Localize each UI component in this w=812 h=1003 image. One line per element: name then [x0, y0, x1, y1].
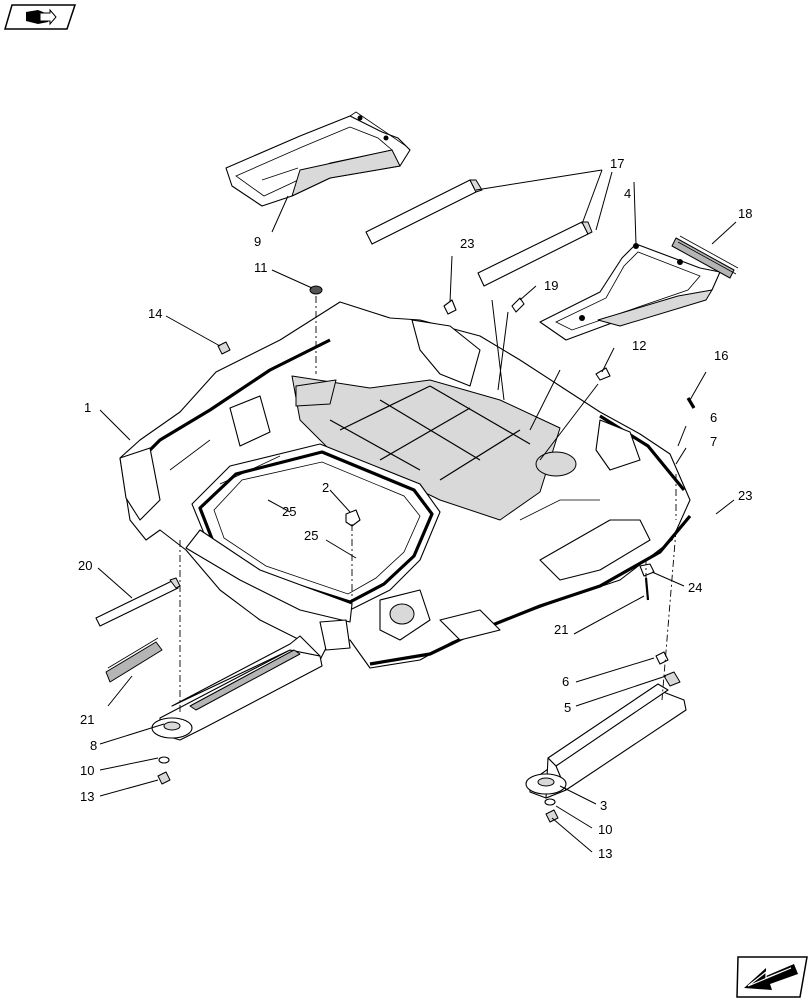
- callout-7: 7: [710, 434, 717, 449]
- book-page-icon[interactable]: [4, 4, 77, 30]
- small-fasteners-top: [217, 285, 696, 409]
- callout-25: 25: [282, 504, 296, 519]
- callout-11: 11: [254, 260, 268, 275]
- callout-13: 13: [598, 846, 612, 861]
- part-8-duct: [151, 635, 323, 741]
- callout-labels: 9 17 4 18 23 11 19 14 12 16 1 6 7 2 25 2…: [78, 156, 752, 861]
- callout-6: 6: [562, 674, 569, 689]
- callout-21: 21: [80, 712, 94, 727]
- part-3-duct: [525, 651, 687, 799]
- callout-13: 13: [80, 789, 94, 804]
- callout-20: 20: [78, 558, 92, 573]
- callout-24: 24: [688, 580, 702, 595]
- callout-5: 5: [564, 700, 571, 715]
- callout-1: 1: [84, 400, 91, 415]
- callout-14: 14: [148, 306, 162, 321]
- right-washer-screw: [544, 798, 559, 823]
- callout-2: 2: [322, 480, 329, 495]
- callout-9: 9: [254, 234, 261, 249]
- callout-18: 18: [738, 206, 752, 221]
- part-21-pin: [639, 563, 655, 601]
- part-17-strips: [365, 179, 593, 287]
- callout-10: 10: [598, 822, 612, 837]
- callout-19: 19: [544, 278, 558, 293]
- leader-lines: [97, 169, 737, 853]
- callout-21: 21: [554, 622, 568, 637]
- part-9-cover: [225, 111, 411, 207]
- callout-4: 4: [624, 186, 631, 201]
- assembly-lines: [179, 296, 677, 712]
- callout-3: 3: [600, 798, 607, 813]
- callout-25: 25: [304, 528, 318, 543]
- next-page-arrow-icon[interactable]: [736, 956, 808, 998]
- callout-23: 23: [460, 236, 474, 251]
- callout-16: 16: [714, 348, 728, 363]
- left-washer-screw: [157, 756, 171, 785]
- callout-17: 17: [610, 156, 624, 171]
- part-18-strip: [671, 235, 739, 279]
- callout-23: 23: [738, 488, 752, 503]
- part-1-roof-frame: [119, 301, 692, 669]
- part-2-knob: [345, 509, 361, 527]
- callout-12: 12: [632, 338, 646, 353]
- callout-10: 10: [80, 763, 94, 778]
- part-21-strip-left: [105, 637, 163, 683]
- part-20-strip: [95, 577, 181, 627]
- callout-6: 6: [710, 410, 717, 425]
- callout-8: 8: [90, 738, 97, 753]
